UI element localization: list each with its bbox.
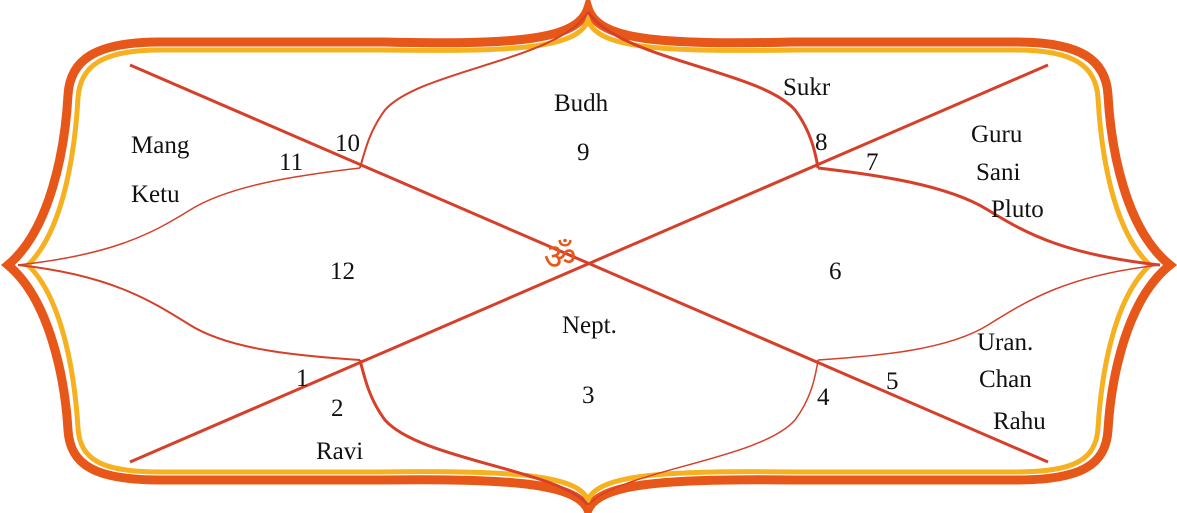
petal-top-right xyxy=(586,11,820,169)
planet-pluto: Pluto xyxy=(991,196,1044,223)
house-number-1: 1 xyxy=(296,365,309,392)
house-number-4: 4 xyxy=(817,384,830,411)
planet-chan: Chan xyxy=(979,366,1032,393)
house-number-10: 10 xyxy=(335,130,360,157)
planet-sukr: Sukr xyxy=(783,74,831,101)
petal-left-bottom xyxy=(17,264,361,361)
petal-bottom-right xyxy=(587,359,819,506)
house-number-6: 6 xyxy=(829,258,842,285)
planet-ravi: Ravi xyxy=(316,438,364,465)
planet-mang: Mang xyxy=(131,132,190,159)
petal-right-top xyxy=(817,166,1161,267)
house-number-7: 7 xyxy=(866,149,879,176)
house-number-3: 3 xyxy=(582,382,595,409)
house-number-5: 5 xyxy=(886,368,899,395)
petal-bottom-left xyxy=(358,359,590,506)
planet-guru: Guru xyxy=(971,121,1023,148)
house-number-8: 8 xyxy=(815,129,828,156)
diagonal-tr-bl xyxy=(129,63,1049,464)
planet-nept: Nept. xyxy=(562,312,617,339)
planet-ketu: Ketu xyxy=(131,181,180,208)
planet-budh: Budh xyxy=(554,90,609,117)
house-number-12: 12 xyxy=(330,258,355,285)
house-number-2: 2 xyxy=(331,395,344,422)
planet-uran: Uran. xyxy=(977,329,1034,356)
house-number-11: 11 xyxy=(279,149,304,176)
petal-top-left xyxy=(359,11,589,169)
house-number-9: 9 xyxy=(577,139,590,166)
planet-rahu: Rahu xyxy=(993,408,1046,435)
petal-left-top xyxy=(17,167,361,266)
planet-sani: Sani xyxy=(976,159,1021,186)
om-symbol: ॐ xyxy=(543,237,577,278)
ornate-frame-inner xyxy=(24,12,1154,507)
petal-right-bottom xyxy=(817,264,1161,361)
